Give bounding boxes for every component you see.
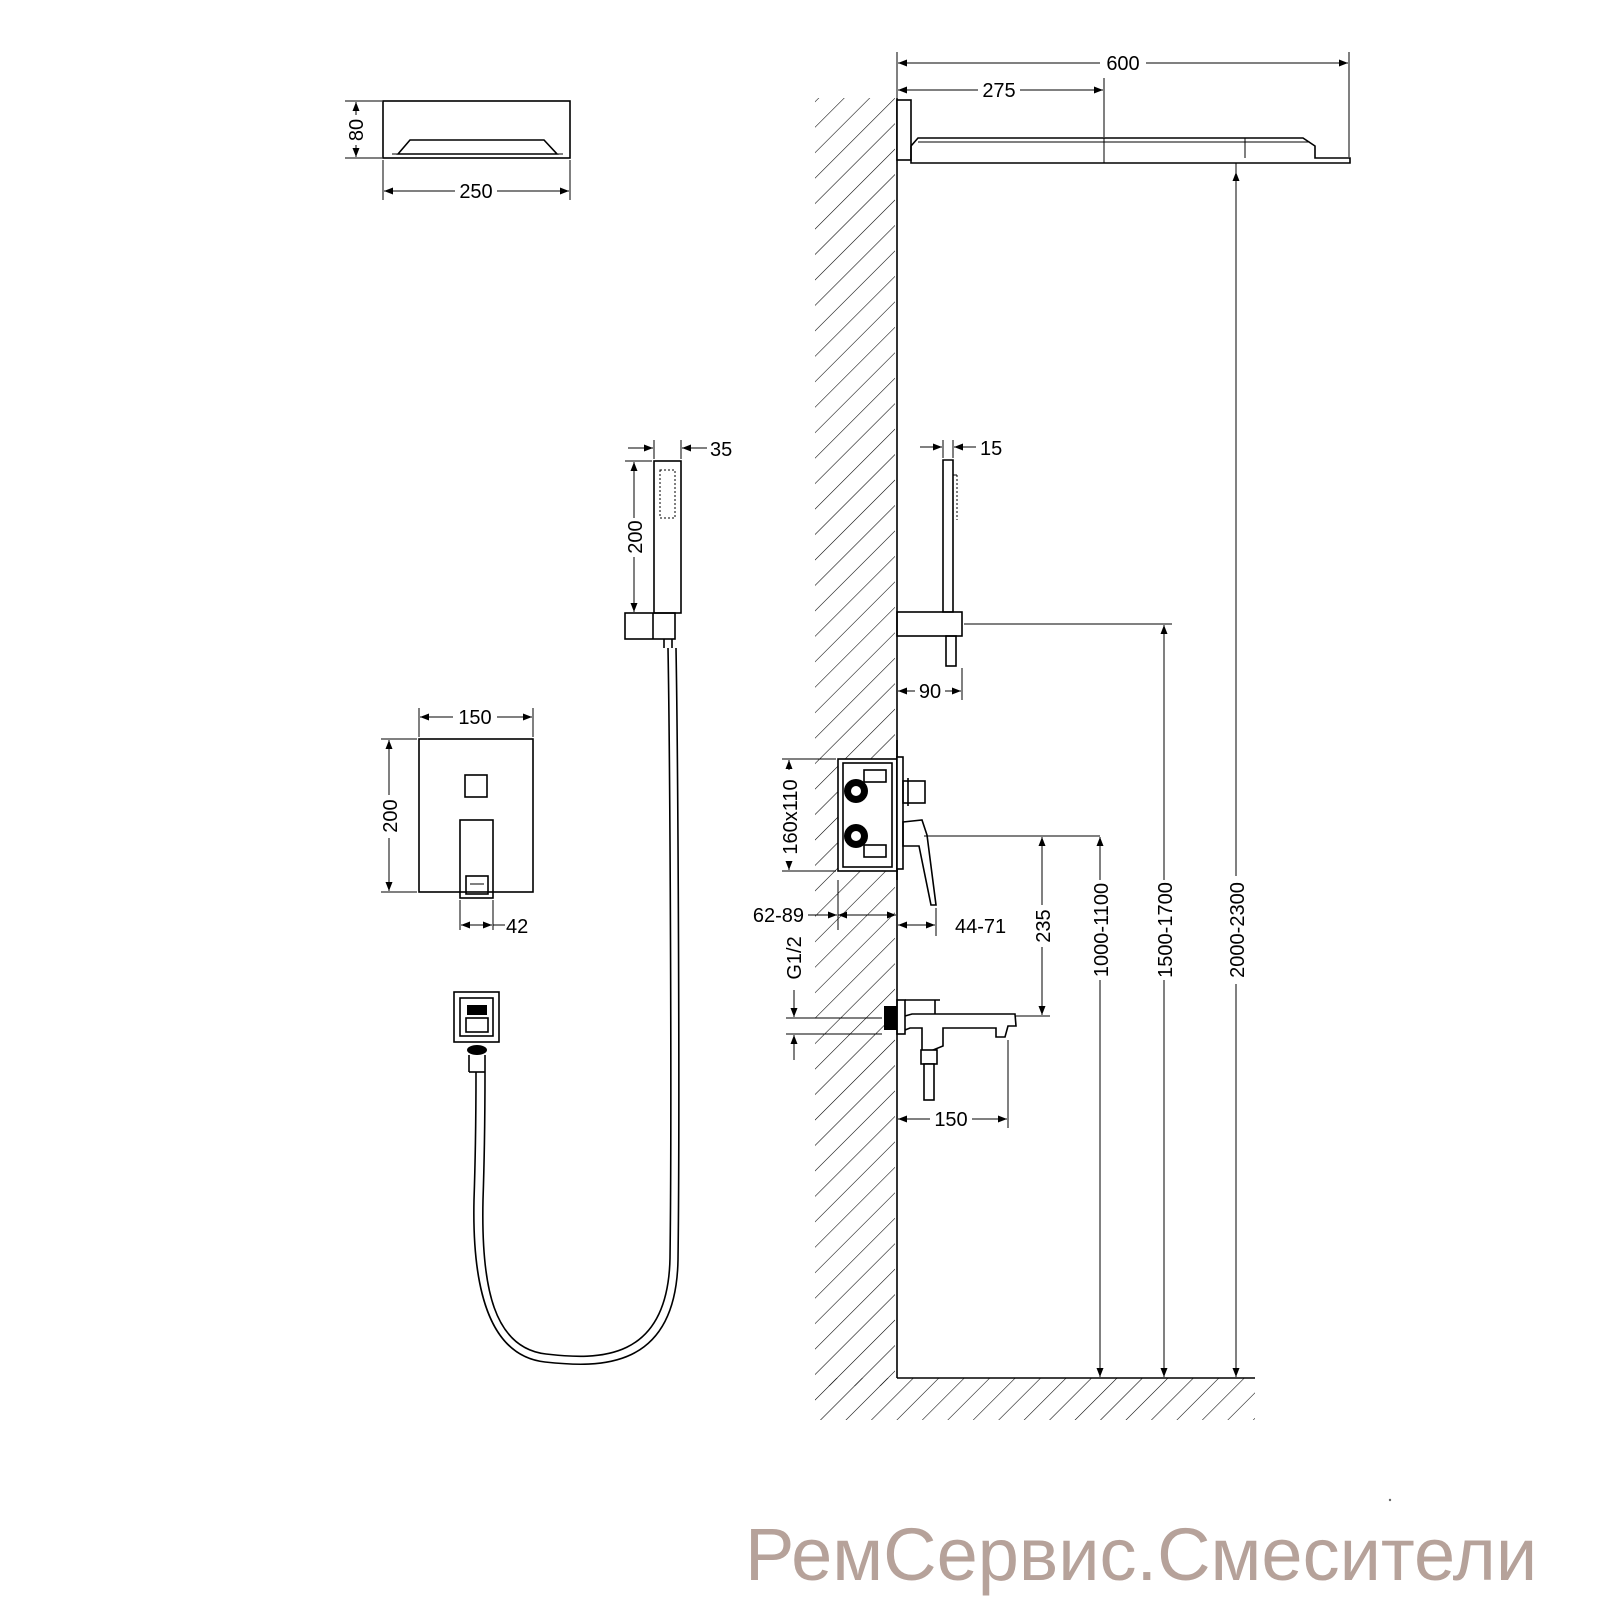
dim-head-side-width-label: 250 xyxy=(459,181,492,203)
dim-panel-width: 150 xyxy=(418,707,534,737)
dim-mixer-to-spout: 235 xyxy=(924,835,1100,1017)
dim-box-size-label: 160x110 xyxy=(780,779,802,854)
dim-holder-height: 1500-1700 xyxy=(964,623,1177,1377)
wall-section xyxy=(815,98,1255,1420)
dim-head-depth: 80 xyxy=(345,100,382,159)
dim-head-depth-label: 80 xyxy=(346,119,368,141)
overhead-shower-side-view xyxy=(896,99,1351,172)
dim-holder-projection-label: 90 xyxy=(919,681,941,703)
dim-holder-height-label: 1500-1700 xyxy=(1155,882,1177,978)
dim-mixer-height: 1000-1100 xyxy=(1091,837,1113,1377)
dim-mixer-height-label: 1000-1100 xyxy=(1091,883,1113,977)
hand-shower-front-view xyxy=(624,460,682,648)
dim-head-outlet: 275 xyxy=(898,78,1105,137)
dim-thread: G1/2 xyxy=(784,936,882,1060)
dim-mixer-to-spout-label: 235 xyxy=(1033,909,1055,942)
dim-panel-height: 200 xyxy=(380,738,417,893)
dim-holder-projection: 90 xyxy=(898,668,963,703)
dim-hand-width: 35 xyxy=(628,439,732,461)
dim-head-height: 2000-2300 xyxy=(1227,172,1249,1377)
dim-panel-height-label: 200 xyxy=(380,799,402,832)
dim-box-depth: 62-89 xyxy=(753,880,898,930)
concealed-box-side-view xyxy=(837,740,937,906)
dim-spout-reach-label: 150 xyxy=(934,1109,967,1131)
wall-outlet-front-view xyxy=(453,991,500,1073)
dim-hand-length-label: 200 xyxy=(625,520,647,553)
dim-side-hand-depth-label: 15 xyxy=(980,438,1002,460)
dim-panel-width-label: 150 xyxy=(458,707,491,729)
shower-hose xyxy=(473,647,680,1366)
dim-head-height-label: 2000-2300 xyxy=(1227,882,1249,978)
dim-lever-width: 42 xyxy=(459,900,528,938)
dim-spout-reach: 150 xyxy=(898,1040,1009,1131)
dim-thread-label: G1/2 xyxy=(784,936,806,979)
dim-head-width-label: 600 xyxy=(1106,53,1139,75)
hand-shower-side-view xyxy=(896,459,963,667)
shower-hose-inner xyxy=(482,647,672,1358)
dim-head-width: 600 xyxy=(896,52,1350,157)
dim-box-size: 160x110 xyxy=(780,758,836,872)
dim-trim-projection: 44-71 xyxy=(898,908,1006,938)
bath-spout-side-view xyxy=(884,999,1017,1101)
watermark-text: РемСервис.Смесители xyxy=(745,1513,1538,1596)
dim-lever-width-label: 42 xyxy=(506,916,528,938)
dim-hand-width-label: 35 xyxy=(710,439,732,461)
dim-hand-length: 200 xyxy=(625,460,652,614)
shower-head-profile xyxy=(382,100,571,159)
mixer-trim-front-view xyxy=(418,738,534,899)
dim-box-depth-label: 62-89 xyxy=(753,905,804,927)
dim-head-side-width: 250 xyxy=(382,160,571,203)
dim-trim-projection-label: 44-71 xyxy=(955,916,1006,938)
dim-head-outlet-label: 275 xyxy=(982,80,1015,102)
dim-side-hand-depth: 15 xyxy=(920,438,1002,460)
